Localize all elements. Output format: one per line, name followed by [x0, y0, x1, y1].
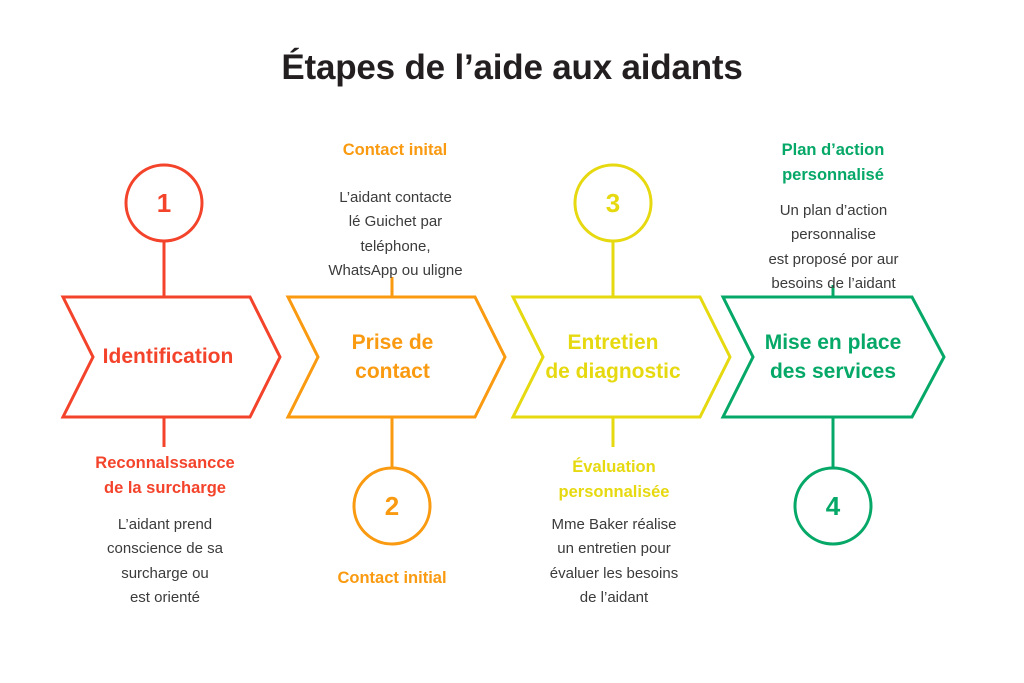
step-4-graphics [720, 285, 946, 546]
step-1-number: 1 [156, 188, 172, 218]
step-3-body: Mme Baker réalise un entretien pour éval… [549, 516, 679, 606]
step-4-heading: Plan d’action personnalisé [781, 141, 885, 184]
step-1-graphics [60, 163, 282, 447]
step-3-chevron[interactable] [510, 295, 732, 419]
page-title: Étapes de l’aide aux aidants [281, 48, 743, 87]
step-2-body: L’aidant contacte lé Guichet par telépho… [328, 189, 463, 279]
step-2-number: 2 [384, 491, 400, 521]
step-4-chevron[interactable] [720, 295, 946, 419]
step-3-graphics [510, 163, 732, 447]
step-2-circle-caption: Contact initial [337, 569, 447, 587]
step-4-circle[interactable] [793, 466, 873, 546]
step-4-number: 4 [825, 491, 841, 521]
step-3-number: 3 [605, 188, 621, 218]
step-2-chevron[interactable] [285, 295, 507, 419]
step-1-chevron[interactable] [60, 295, 282, 419]
step-1-body: L’aidant prend conscience de sa surcharg… [107, 516, 223, 606]
step-3-circle[interactable] [573, 163, 653, 243]
step-1-circle[interactable] [124, 163, 204, 243]
step-4-body: Un plan d’action personnalise est propos… [768, 202, 899, 292]
step-3-heading: Évaluation personnalisée [558, 458, 670, 501]
step-2-circle[interactable] [352, 466, 432, 546]
step-2-heading: Contact inital [342, 141, 448, 159]
step-1-heading: Reconnalssancce de la surcharge [95, 454, 235, 497]
step-2-graphics [285, 277, 507, 546]
